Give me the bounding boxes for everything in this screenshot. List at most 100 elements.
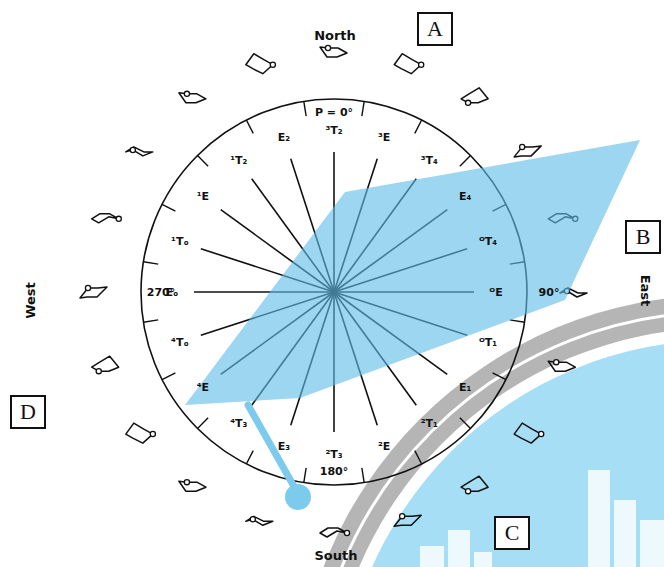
ring-oxygen <box>325 45 330 50</box>
angle-label: P = 0° <box>315 107 353 118</box>
conformer-pictogram <box>246 54 273 74</box>
letter-box: A <box>417 12 453 46</box>
ring-oxygen <box>184 480 189 485</box>
ring-oxygen <box>400 514 405 519</box>
ring-oxygen <box>85 285 90 290</box>
conformer-label: ³T₂ <box>325 125 342 136</box>
conformer-pictogram <box>394 54 421 74</box>
ring-oxygen <box>539 431 544 436</box>
bar-shape <box>448 530 470 567</box>
ring-oxygen <box>554 360 559 365</box>
box-letter: A <box>427 18 443 40</box>
conformer-pictogram <box>461 88 488 103</box>
direction-label: South <box>314 549 357 562</box>
conformer-pictogram <box>514 423 541 443</box>
bar-shape <box>640 520 664 567</box>
conformer-label: ᴼT₁ <box>479 337 497 348</box>
cap-board <box>185 140 640 405</box>
bar-shape <box>420 546 444 567</box>
rim-tick <box>510 320 525 322</box>
letter-box: C <box>494 516 530 550</box>
ring-oxygen <box>250 517 255 522</box>
angle-label: 180° <box>320 466 348 477</box>
rim-tick <box>460 156 471 167</box>
ring-oxygen <box>116 216 121 221</box>
rim-tick <box>493 373 506 380</box>
conformer-pictogram <box>80 287 107 298</box>
rim-tick <box>198 156 209 167</box>
rim-tick <box>246 120 253 133</box>
ring-oxygen <box>150 431 155 436</box>
ring-oxygen <box>419 62 424 67</box>
letter-box: B <box>625 220 661 254</box>
direction-label: North <box>314 29 356 42</box>
box-letter: C <box>505 522 520 544</box>
rim-tick <box>362 101 364 116</box>
letter-box: D <box>10 395 46 429</box>
conformer-pictogram <box>92 356 119 371</box>
conformer-pictogram <box>394 515 421 526</box>
cap-tassel <box>285 484 311 510</box>
angle-label: 90° <box>539 287 560 298</box>
ring-oxygen <box>184 91 189 96</box>
rim-tick <box>460 418 471 429</box>
blue-disk <box>340 340 664 567</box>
box-letter: B <box>636 226 651 248</box>
ring-oxygen <box>520 144 525 149</box>
ring-oxygen <box>465 489 470 494</box>
conformer-label: E₃ <box>278 441 290 452</box>
conformer-pictogram <box>246 516 273 525</box>
conformer-label: ²E <box>378 441 390 452</box>
conformer-pictogram <box>179 481 206 491</box>
conformer-label: ¹Tₒ <box>171 236 189 247</box>
conformer-pictogram <box>548 361 575 371</box>
conformer-label: ¹E <box>197 191 209 202</box>
rim-tick <box>162 204 175 211</box>
conformer-pictogram <box>92 214 119 223</box>
rim-tick <box>143 320 158 322</box>
conformer-pictogram <box>461 476 488 491</box>
rim-tick <box>415 120 422 133</box>
bar-shape <box>614 500 636 567</box>
conformer-label: ¹T₂ <box>230 155 247 166</box>
conformer-pictogram <box>514 146 541 157</box>
direction-label: West <box>24 282 37 319</box>
ring-oxygen <box>465 100 470 105</box>
box-letter: D <box>20 401 36 423</box>
rim-tick <box>304 101 306 116</box>
conformer-pictogram <box>320 528 347 537</box>
conformer-label: ²T₁ <box>421 418 438 429</box>
rim-tick <box>246 451 253 464</box>
rim-tick <box>162 373 175 380</box>
conformer-pictogram <box>320 47 347 57</box>
angle-label: 270° <box>147 287 175 298</box>
ring-oxygen <box>130 147 135 152</box>
rim-tick <box>143 262 158 264</box>
ring-oxygen <box>344 530 349 535</box>
conformer-label: ᴼT₄ <box>479 236 497 247</box>
conformer-label: E₁ <box>459 382 471 393</box>
rim-tick <box>415 451 422 464</box>
bar-shape <box>474 552 492 567</box>
conformer-pictogram <box>126 423 153 443</box>
conformer-label: ³T₄ <box>421 155 438 166</box>
bar-shape <box>588 470 610 567</box>
conformer-pictogram <box>126 147 153 156</box>
conformer-label: E₂ <box>278 132 290 143</box>
conformer-label: ⁴T₃ <box>230 418 247 429</box>
ring-oxygen <box>96 369 101 374</box>
rim-tick <box>304 468 306 483</box>
direction-label: East <box>639 274 652 306</box>
conformer-pictogram <box>179 93 206 103</box>
conformer-label: ³E <box>378 132 390 143</box>
rim-tick <box>198 418 209 429</box>
conformer-label: ⁴E <box>197 382 209 393</box>
cap-tassel-cord <box>248 405 296 490</box>
conformer-label: ⁴Tₒ <box>171 337 189 348</box>
ring-oxygen <box>270 62 275 67</box>
conformer-label: ²T₃ <box>325 449 342 460</box>
conformer-label: ᴼE <box>489 287 502 298</box>
rim-tick <box>362 468 364 483</box>
